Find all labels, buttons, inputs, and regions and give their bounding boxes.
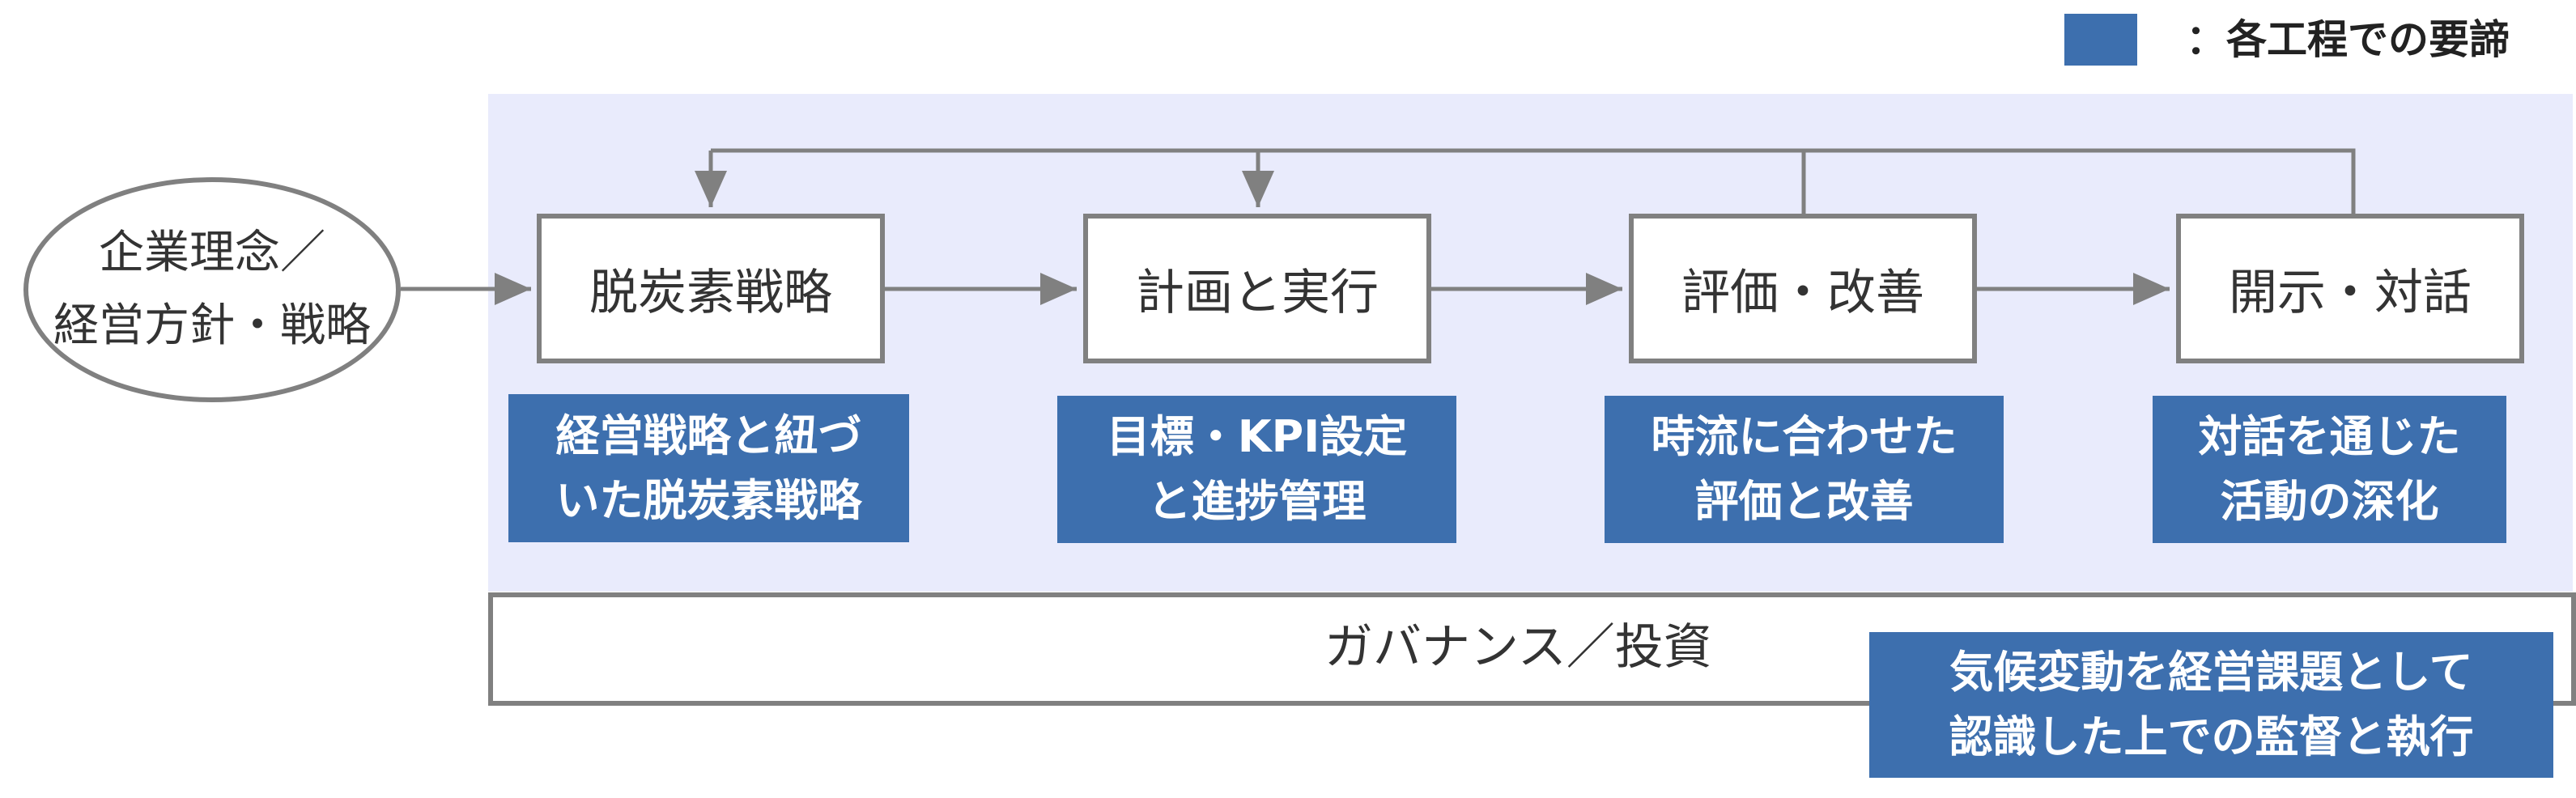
- start-node-line1: 企業理念／: [99, 227, 325, 279]
- key-point-disclose: 対話を通じた 活動の深化: [2153, 396, 2506, 543]
- legend-swatch: [2064, 14, 2137, 66]
- process-box-strategy: 脱炭素戦略: [537, 214, 885, 363]
- process-box-evaluate: 評価・改善: [1629, 214, 1977, 363]
- governance-label: ガバナンス／投資: [1324, 619, 1712, 676]
- key-point-governance: 気候変動を経営課題として 認識した上での監督と執行: [1869, 632, 2553, 778]
- legend-label: ：各工程での要諦: [2186, 16, 2510, 63]
- key-point-evaluate: 時流に合わせた 評価と改善: [1605, 396, 2004, 543]
- key-point-strategy: 経営戦略と紐づ いた脱炭素戦略: [508, 394, 909, 542]
- feedback-loop: [711, 148, 2356, 214]
- start-node-line2: 経営方針・戦略: [53, 299, 371, 352]
- process-box-disclose: 開示・対話: [2176, 214, 2524, 363]
- key-point-plan: 目標・KPI設定 と進捗管理: [1057, 396, 1456, 543]
- process-box-plan: 計画と実行: [1083, 214, 1431, 363]
- start-node-ellipse: 企業理念／ 経営方針・戦略: [23, 177, 401, 402]
